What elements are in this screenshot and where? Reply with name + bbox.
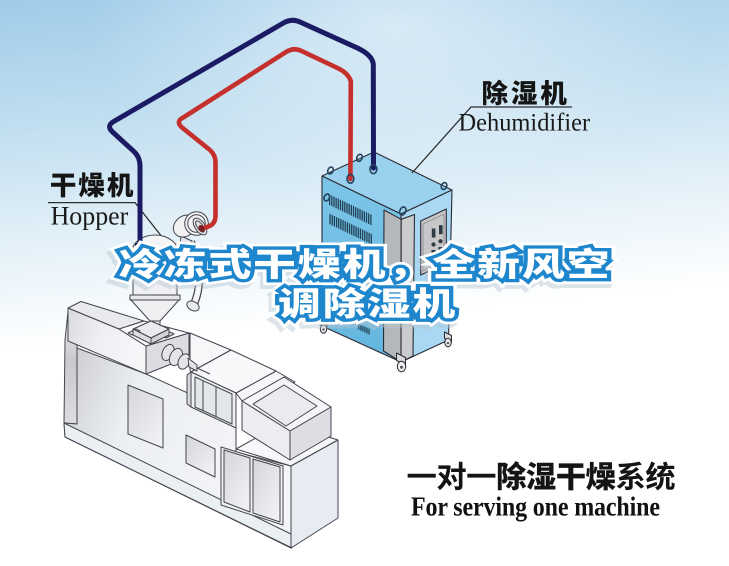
svg-text:Dehumidifier: Dehumidifier [459, 108, 591, 137]
svg-text:Hopper: Hopper [51, 200, 129, 230]
svg-text:For serving one machine: For serving one machine [411, 491, 660, 522]
